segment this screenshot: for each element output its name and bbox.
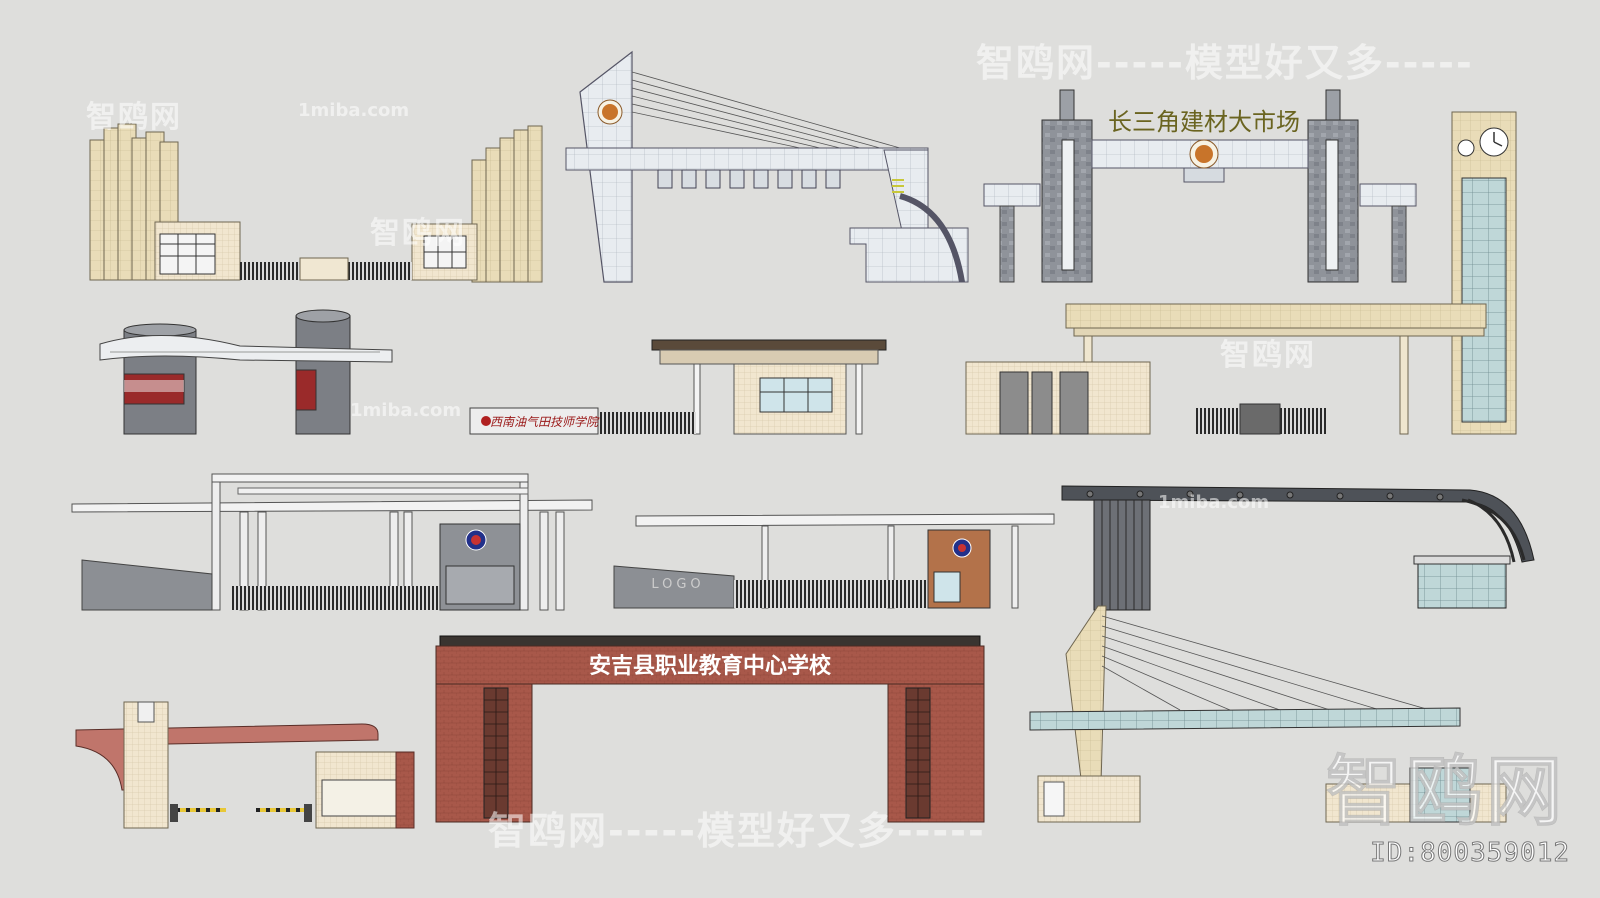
gate-model-cable-sail[interactable] <box>565 50 969 283</box>
watermark-logo: 智鸥网 <box>1326 747 1566 837</box>
gate-model-logo-canopy[interactable]: LOGO <box>613 513 1055 609</box>
logo-wall-text: LOGO <box>651 577 704 592</box>
market-sign-text: 长三角建材大市场 <box>1108 108 1300 136</box>
gate-model-drum-towers[interactable] <box>99 309 393 435</box>
gate-model-brick-school[interactable]: 安吉县职业教育中心学校 <box>435 635 985 823</box>
college-sign-text: 西南油气田技师学院 <box>490 415 600 429</box>
gate-model-brick-cantilever[interactable] <box>75 701 415 829</box>
gate-model-building-market[interactable]: 长三角建材大市场 <box>983 89 1417 283</box>
gate-model-glass-cable[interactable] <box>1029 605 1507 823</box>
gate-model-university-frame[interactable] <box>71 473 593 611</box>
gate-model-tower-apartment[interactable] <box>89 123 543 283</box>
model-id-label: ID:800359012 <box>1370 838 1570 869</box>
gate-model-college-guardhouse[interactable]: 西南油气田技师学院 <box>469 339 887 435</box>
gate-model-steel-arch[interactable] <box>1061 485 1535 611</box>
school-sign-text: 安吉县职业教育中心学校 <box>589 653 832 679</box>
gate-model-clock-tower[interactable] <box>965 111 1517 435</box>
